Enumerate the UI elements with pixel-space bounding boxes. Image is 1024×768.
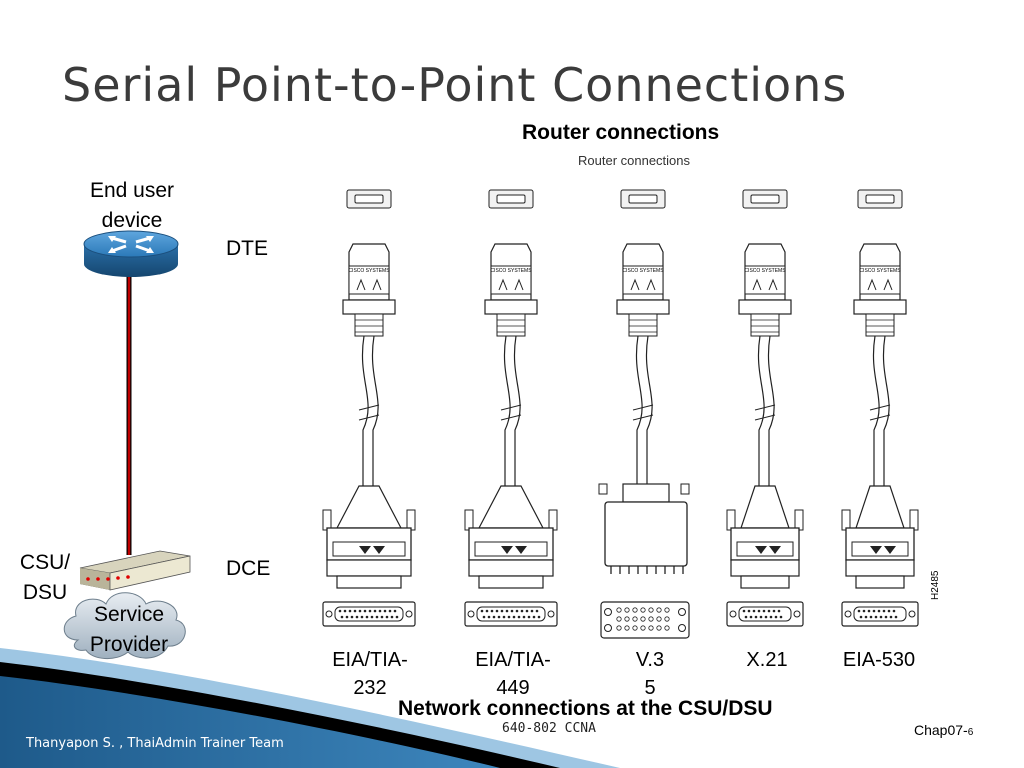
- page-number: 6: [967, 727, 974, 738]
- course-code: 640-802 CCNA: [502, 721, 596, 736]
- chapter-page: Chap07-6: [914, 722, 973, 738]
- cable-body: [503, 335, 511, 486]
- dte-label: DTE: [226, 237, 268, 260]
- cable-eia-tia-449: CISCO SYSTEMS: [464, 189, 558, 627]
- chapter-label: Chap07-: [914, 722, 968, 738]
- cable-x-21: CISCO SYSTEMS: [726, 189, 804, 627]
- svg-text:CISCO SYSTEMS: CISCO SYSTEMS: [859, 268, 901, 274]
- footer-author: Thanyapon S. , ThaiAdmin Trainer Team: [26, 736, 284, 751]
- csu-dsu-icon: [79, 550, 191, 591]
- svg-text:CISCO SYSTEMS: CISCO SYSTEMS: [622, 268, 664, 274]
- cable-label-x21: X.21: [746, 649, 788, 671]
- dce-connector-icon: [740, 485, 790, 529]
- cable-eia-tia-232: CISCO SYSTEMS: [322, 189, 416, 627]
- cable-body: [872, 335, 880, 486]
- cable-eia-530: CISCO SYSTEMS: [841, 189, 919, 627]
- router-icon: [83, 230, 179, 277]
- end-user-label: End user device: [89, 179, 175, 232]
- figure-subheading: Router connections: [578, 153, 691, 168]
- cable-body: [635, 335, 643, 486]
- cable-label-eia-tia-232: EIA/TIA- 232: [332, 649, 408, 699]
- dce-connector-icon: [604, 501, 688, 567]
- cable-v-35: CISCO SYSTEMS: [598, 189, 690, 639]
- svg-text:CISCO SYSTEMS: CISCO SYSTEMS: [348, 268, 390, 274]
- csu-dsu-label: CSU/ DSU: [19, 551, 71, 604]
- cable-label-eia-tia-449: EIA/TIA- 449: [475, 649, 551, 699]
- figure-id: H2485: [930, 570, 941, 600]
- cable-label-v35: V.3 5: [635, 649, 665, 699]
- service-provider-label: Service Provider: [89, 603, 169, 656]
- cable-group: CISCO SYSTEMS CISCO SYSTEMS CISCO SYSTEMS C…: [322, 189, 919, 639]
- dce-connector-icon: [478, 485, 544, 529]
- dce-label: DCE: [226, 557, 271, 580]
- dce-connector-icon: [855, 485, 905, 529]
- figure-heading: Router connections: [522, 121, 720, 144]
- cloud-icon: [63, 592, 186, 659]
- footer-band: [0, 648, 620, 768]
- slide-title: Serial Point-to-Point Connections: [62, 58, 848, 112]
- dce-connector-icon: [336, 485, 402, 529]
- figure-caption: Network connections at the CSU/DSU: [398, 697, 773, 720]
- svg-text:CISCO SYSTEMS: CISCO SYSTEMS: [744, 268, 786, 274]
- cable-body: [361, 335, 369, 486]
- cable-body: [757, 335, 765, 486]
- cable-label-eia-530: EIA-530: [842, 649, 916, 671]
- svg-text:CISCO SYSTEMS: CISCO SYSTEMS: [490, 268, 532, 274]
